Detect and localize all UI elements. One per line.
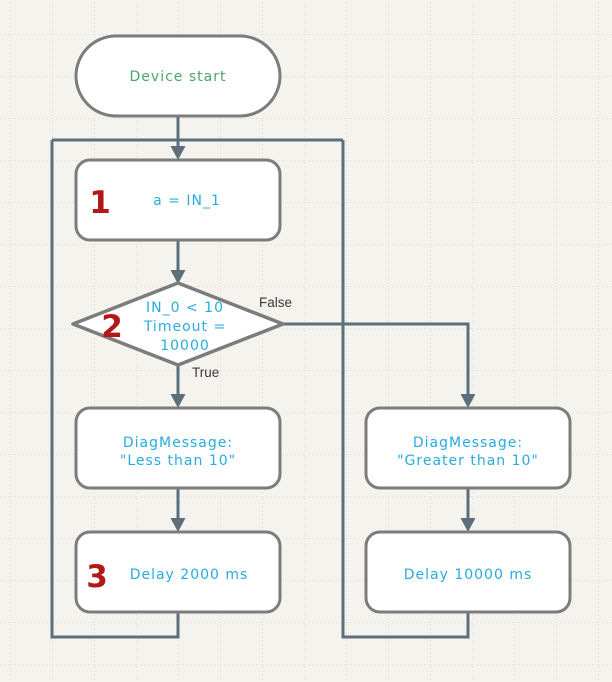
assign-code-label: a = IN_1 [153,193,221,209]
assign-shape[interactable] [74,158,282,242]
node-diagmessage-greater[interactable]: DiagMessage: "Greater than 10" [364,406,572,490]
arrowhead-into-delayshort [170,518,186,532]
edge-loop-right[interactable] [341,140,470,639]
node-decision[interactable]: 2 IN_0 < 10 Timeout = 10000 [71,281,285,367]
edge-false-branch[interactable] [283,322,470,397]
arrowhead-into-diaggreater [460,394,476,408]
diagmessage-greater-line-1: DiagMessage: [413,435,523,451]
diagmessage-less-line-2: "Less than 10" [120,453,236,469]
node-delay-long[interactable]: Delay 10000 ms [364,530,572,614]
diagmessage-greater-line-2: "Greater than 10" [397,453,539,469]
true-branch-label: True [192,365,219,380]
step-number-2: 2 [101,309,123,345]
delay-short-shape[interactable] [74,530,282,614]
arrowhead-into-diagless [170,394,186,408]
edge-loop-left[interactable] [50,140,180,639]
decision-line-2: Timeout = [143,319,226,335]
decision-line-3: 10000 [160,338,210,354]
connectors [50,117,476,639]
arrowhead-into-delaylong [460,518,476,532]
delay-long-shape[interactable] [364,530,572,614]
device-start-shape[interactable] [74,34,282,118]
decision-line-1: IN_0 < 10 [146,300,224,316]
node-device-start[interactable]: Device start [74,34,282,118]
node-assign[interactable]: 1 a = IN_1 [74,158,282,242]
arrowhead-into-assign [170,146,186,160]
decision-shape[interactable] [71,281,285,367]
device-start-label: Device start [130,69,227,85]
arrowhead-into-decision [170,270,186,284]
delay-short-label: Delay 2000 ms [130,567,249,583]
node-diagmessage-less[interactable]: DiagMessage: "Less than 10" [74,406,282,490]
delay-long-label: Delay 10000 ms [404,567,533,583]
false-branch-label: False [259,295,292,310]
diagmessage-less-shape[interactable] [74,406,282,490]
diagmessage-less-line-1: DiagMessage: [123,435,233,451]
diagmessage-greater-shape[interactable] [364,406,572,490]
step-number-3: 3 [86,559,108,595]
step-number-1: 1 [89,185,111,221]
node-delay-short[interactable]: 3 Delay 2000 ms [74,530,282,614]
